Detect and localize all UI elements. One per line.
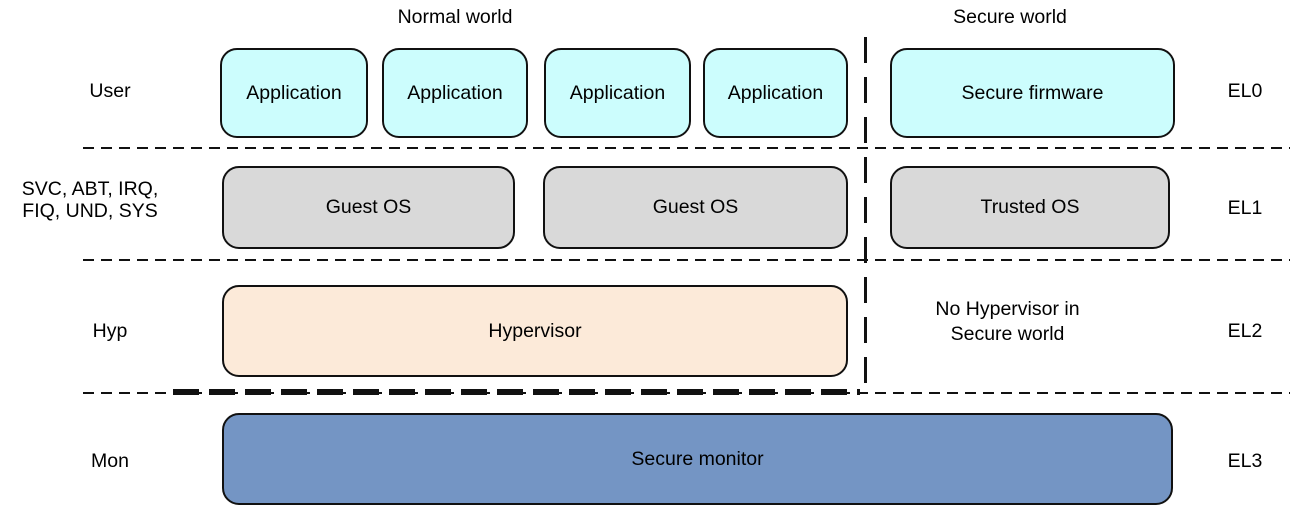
el1-label: EL1 (1227, 197, 1263, 219)
el0-el1-boundary-dashed-line (83, 147, 1290, 149)
secure-monitor-box: Secure monitor (222, 413, 1173, 505)
application-box-2: Application (382, 48, 528, 138)
el3-label: EL3 (1227, 450, 1263, 472)
mode-label-svc-abt-irq-fiq-und-sys: SVC, ABT, IRQ, FIQ, UND, SYS (0, 178, 180, 222)
trusted-os-box: Trusted OS (890, 166, 1170, 249)
no-hypervisor-note: No Hypervisor in Secure world (880, 297, 1135, 347)
mode-label-hyp: Hyp (92, 320, 128, 342)
guest-os-box-2: Guest OS (543, 166, 848, 249)
hypervisor-box: Hypervisor (222, 285, 848, 377)
mode-label-el1-line1: SVC, ABT, IRQ, (21, 178, 159, 200)
el2-label: EL2 (1227, 320, 1263, 342)
secure-firmware-box: Secure firmware (890, 48, 1175, 138)
smc-boundary-thick-dashed-line (173, 389, 860, 395)
no-hypervisor-note-line2: Secure world (950, 323, 1065, 345)
application-box-3: Application (544, 48, 691, 138)
guest-os-box-1: Guest OS (222, 166, 515, 249)
secure-world-header: Secure world (953, 6, 1067, 28)
el0-label: EL0 (1227, 80, 1263, 102)
mode-label-user: User (89, 80, 131, 102)
no-hypervisor-note-line1: No Hypervisor in (935, 298, 1080, 320)
normal-world-header: Normal world (397, 6, 513, 28)
application-box-4: Application (703, 48, 848, 138)
mode-label-mon: Mon (91, 450, 129, 472)
world-divider-dashed-line (864, 37, 867, 394)
application-box-1: Application (220, 48, 368, 138)
el1-el2-boundary-dashed-line (83, 259, 1290, 261)
mode-label-el1-line2: FIQ, UND, SYS (22, 200, 158, 222)
